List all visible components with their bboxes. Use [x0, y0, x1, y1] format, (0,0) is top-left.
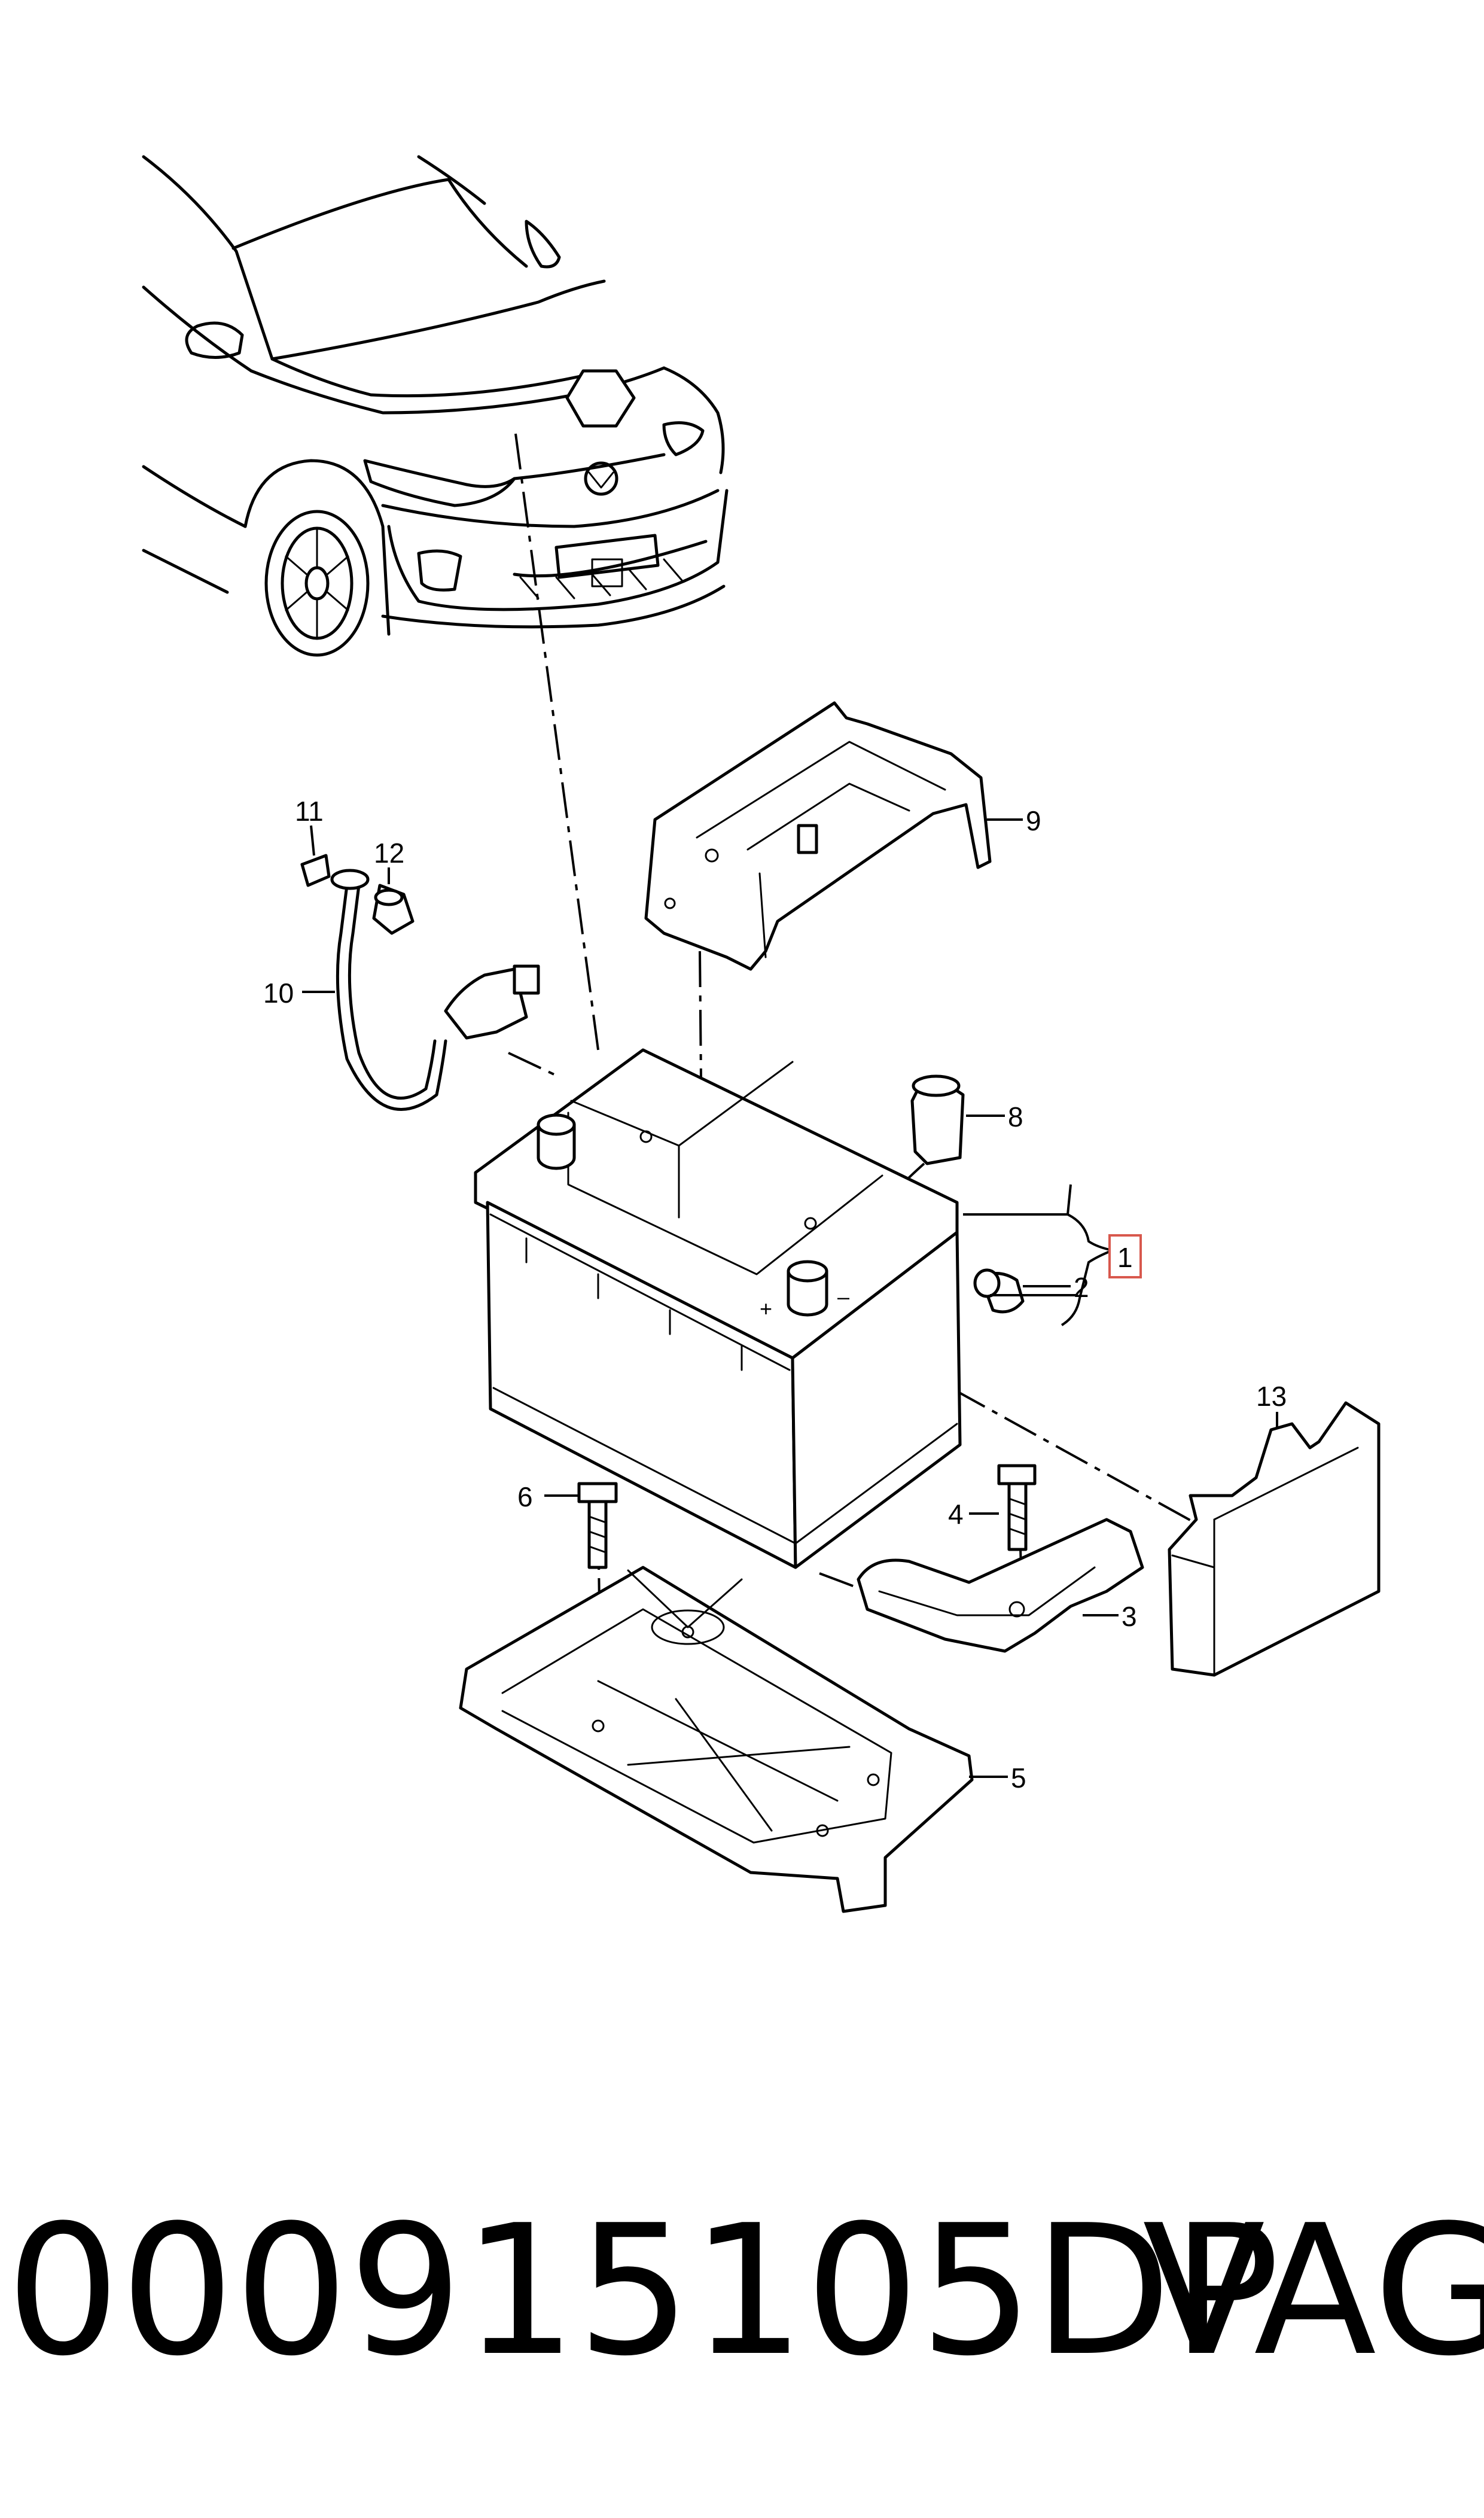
battery-tray	[459, 1566, 974, 1913]
vent-plug	[973, 1268, 1025, 1314]
battery-bracket	[644, 701, 992, 971]
battery-plus-mark: +	[760, 1296, 772, 1321]
leader-lines	[302, 818, 1278, 1778]
part-number: 000915105DP	[6, 2187, 1280, 2395]
battery-minus-mark: –	[837, 1284, 849, 1309]
callout-labels: 1 2 3 4 5 6 8 9 10 11 12 13	[263, 796, 1287, 1794]
callout-12: 12	[374, 838, 404, 869]
callout-8: 8	[1008, 1101, 1023, 1132]
callout-13: 13	[1256, 1381, 1287, 1412]
callout-9: 9	[1026, 805, 1041, 836]
bolt-4	[997, 1464, 1037, 1551]
bolt-6	[577, 1482, 618, 1569]
vehicle-illustration	[142, 155, 729, 657]
callout-3: 3	[1122, 1601, 1137, 1632]
callout-6: 6	[517, 1481, 533, 1512]
callout-4: 4	[948, 1499, 964, 1530]
callout-2: 2	[1074, 1272, 1089, 1303]
callout-1-box	[1108, 1234, 1142, 1278]
callout-5: 5	[1011, 1762, 1026, 1794]
hold-down-clamp	[857, 1518, 1144, 1653]
brand-name: VAG	[1142, 2187, 1484, 2395]
terminal-cap	[910, 1074, 965, 1165]
callout-1: 1	[1117, 1242, 1133, 1273]
callout-11: 11	[295, 796, 324, 827]
battery-cover	[1168, 1401, 1381, 1677]
callout-10: 10	[263, 978, 294, 1009]
battery: + –	[474, 1048, 962, 1569]
ground-cable	[300, 854, 540, 1111]
